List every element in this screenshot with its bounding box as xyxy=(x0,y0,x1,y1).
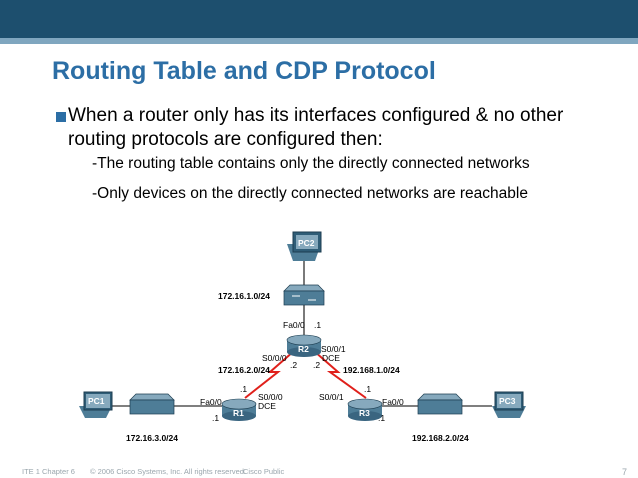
sub-bullet-1: -The routing table contains only the dir… xyxy=(92,155,530,172)
interface-label: DCE xyxy=(258,401,276,411)
header-bar xyxy=(0,0,638,38)
pc2-label: PC2 xyxy=(298,238,315,248)
pc1-icon xyxy=(79,391,113,418)
interface-label: DCE xyxy=(322,353,340,363)
network-label: 172.16.2.0/24 xyxy=(218,365,270,375)
interface-label: Fa0/0 xyxy=(200,397,222,407)
ip-label: .1 xyxy=(240,384,247,394)
serial-links xyxy=(244,350,367,399)
pc2-icon xyxy=(287,231,322,261)
interface-label: S0/0/0 xyxy=(258,392,283,402)
pc1-label: PC1 xyxy=(88,396,105,406)
interface-label: S0/0/0 xyxy=(262,353,287,363)
network-label: 192.168.2.0/24 xyxy=(412,433,469,443)
ip-label: .1 xyxy=(314,320,321,330)
ip-label: .1 xyxy=(364,384,371,394)
ip-label: .2 xyxy=(290,360,297,370)
header-stripe xyxy=(0,38,638,44)
network-label: 172.16.3.0/24 xyxy=(126,433,178,443)
r1-label: R1 xyxy=(233,408,244,418)
network-label: 192.168.1.0/24 xyxy=(343,365,400,375)
pc3-icon xyxy=(492,391,526,418)
footer-classification: Cisco Public xyxy=(243,467,285,476)
bullet-marker xyxy=(56,112,66,122)
switch-left-icon xyxy=(129,393,175,415)
router-r2-icon xyxy=(286,334,322,357)
router-r3-icon xyxy=(347,398,383,421)
network-label: 172.16.1.0/24 xyxy=(218,291,270,301)
footer-course: ITE 1 Chapter 6 xyxy=(22,467,75,476)
interface-label: Fa0/0 xyxy=(283,320,305,330)
footer-copyright: © 2006 Cisco Systems, Inc. All rights re… xyxy=(90,467,247,476)
ip-label: .1 xyxy=(212,413,219,423)
ip-label: .1 xyxy=(378,413,385,423)
pc3-label: PC3 xyxy=(499,396,516,406)
switch-right-icon xyxy=(417,393,463,415)
sub-bullet-2: -Only devices on the directly connected … xyxy=(92,185,528,202)
r3-label: R3 xyxy=(359,408,370,418)
page-number: 7 xyxy=(622,467,628,477)
interface-label: S0/0/1 xyxy=(319,392,344,402)
switch-top-icon xyxy=(283,284,325,306)
slide-title: Routing Table and CDP Protocol xyxy=(52,57,436,85)
ip-label: .2 xyxy=(313,360,320,370)
ethernet-links xyxy=(108,259,492,407)
r2-label: R2 xyxy=(298,344,309,354)
router-r1-icon xyxy=(221,398,257,421)
interface-label: Fa0/0 xyxy=(382,397,404,407)
interface-label: S0/0/1 xyxy=(321,344,346,354)
bullet-text: When a router only has its interfaces co… xyxy=(68,105,564,150)
